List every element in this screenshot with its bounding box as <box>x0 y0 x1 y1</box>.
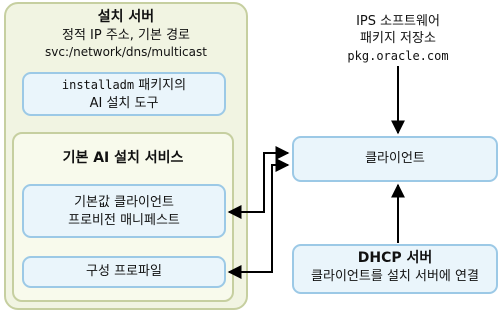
client-manifest-arrow <box>227 146 290 219</box>
ips-line1: IPS 소프트웨어 <box>356 14 440 29</box>
ips-line2: 패키지 저장소 <box>360 31 436 46</box>
client-label: 클라이언트 <box>365 151 425 166</box>
ai-install-service-title: 기본 AI 설치 서비스 <box>62 150 184 166</box>
config-profile-box <box>22 256 226 288</box>
dhcp-server-title: DHCP 서버 <box>357 250 433 266</box>
client-provision-manifest-box <box>22 184 226 238</box>
installadm-line1: installadm 패키지의 <box>22 77 226 94</box>
ips-url: pkg.oracle.com <box>347 49 449 63</box>
install-server-path: svc:/network/dns/multicast <box>45 45 207 59</box>
client-box <box>292 136 498 182</box>
installadm-tools-box <box>22 72 226 116</box>
dhcp-server-subtitle: 클라이언트를 설치 서버에 연결 <box>311 269 479 284</box>
dhcp-server-box <box>292 244 498 294</box>
client-profile-arrow <box>227 158 290 279</box>
installadm-line2: AI 설치 도구 <box>89 96 159 111</box>
installadm-command: installadm <box>61 78 135 92</box>
install-server-subtitle: 정적 IP 주소, 기본 경로 <box>61 28 190 43</box>
manifest-line2: 프로비전 매니페스트 <box>68 213 180 228</box>
config-profile-label: 구성 프로파일 <box>86 264 162 279</box>
installadm-package-label: 패키지의 <box>138 78 187 93</box>
manifest-line1: 기본값 클라이언트 <box>74 195 174 210</box>
install-server-title: 설치 서버 <box>97 9 155 25</box>
